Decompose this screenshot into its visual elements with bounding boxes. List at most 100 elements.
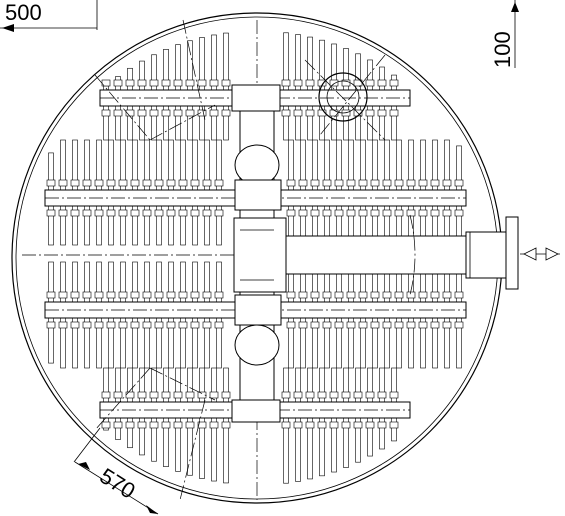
rib-clamp <box>94 209 104 217</box>
rib-clamp <box>58 209 68 217</box>
rib-clamp <box>310 179 320 187</box>
rib-clamp <box>125 79 135 87</box>
rib-clamp <box>305 109 315 117</box>
rib-clamp <box>334 209 344 217</box>
rib-clamp <box>142 209 152 217</box>
rib-clamp <box>130 209 140 217</box>
rib-clamp <box>197 421 207 429</box>
rib-clamp <box>190 209 200 217</box>
rib-clamp <box>58 179 68 187</box>
rib-clamp <box>442 209 452 217</box>
rib <box>211 34 217 141</box>
rib-clamp <box>310 209 320 217</box>
rib-clamp <box>389 109 399 117</box>
rib-clamp <box>382 209 392 217</box>
rib-clamp <box>370 291 380 299</box>
rib-clamp <box>322 321 332 329</box>
rib-clamp <box>286 209 296 217</box>
rib-clamp <box>178 179 188 187</box>
rib <box>283 32 289 141</box>
rib-clamp <box>286 179 296 187</box>
rib-clamp <box>442 179 452 187</box>
rib-clamp <box>418 209 428 217</box>
rib-clamp <box>353 421 363 429</box>
rib-clamp <box>58 291 68 299</box>
rib-clamp <box>305 421 315 429</box>
rib-clamp <box>178 321 188 329</box>
rib-clamp <box>389 421 399 429</box>
rib-clamp <box>406 179 416 187</box>
rib <box>307 36 313 141</box>
rib-clamp <box>310 321 320 329</box>
rib-clamp <box>82 209 92 217</box>
rib-clamp <box>281 79 291 87</box>
rib-clamp <box>130 179 140 187</box>
rib-clamp <box>454 209 464 217</box>
rib-clamp <box>209 79 219 87</box>
rib-clamp <box>130 321 140 329</box>
rib-clamp <box>209 391 219 399</box>
rib-clamp <box>149 79 159 87</box>
rib-clamp <box>149 421 159 429</box>
rib-clamp <box>430 209 440 217</box>
rib-clamp <box>154 321 164 329</box>
rib-clamp <box>82 291 92 299</box>
rib-clamp <box>394 209 404 217</box>
rib-clamp <box>370 179 380 187</box>
rib-clamp <box>329 421 339 429</box>
rib-clamp <box>94 291 104 299</box>
rib-clamp <box>322 209 332 217</box>
rib-clamp <box>46 209 56 217</box>
rib-clamp <box>70 179 80 187</box>
rib-clamp <box>293 79 303 87</box>
rib-clamp <box>298 291 308 299</box>
rib-clamp <box>197 109 207 117</box>
rib-clamp <box>281 109 291 117</box>
rib-clamp <box>221 109 231 117</box>
rib-clamp <box>454 179 464 187</box>
rib-clamp <box>202 179 212 187</box>
rib-clamp <box>418 179 428 187</box>
rib-clamp <box>161 79 171 87</box>
rib-clamp <box>370 321 380 329</box>
rib-clamp <box>286 291 296 299</box>
rib-clamp <box>341 421 351 429</box>
rib-clamp <box>106 291 116 299</box>
rib-clamp <box>214 209 224 217</box>
rib-clamp <box>365 391 375 399</box>
rib-clamp <box>221 391 231 399</box>
rib-clamp <box>298 209 308 217</box>
rib-clamp <box>137 79 147 87</box>
rib-clamp <box>322 179 332 187</box>
rib-clamp <box>430 179 440 187</box>
rib-clamp <box>70 321 80 329</box>
rib-clamp <box>113 391 123 399</box>
dimension-100-label: 100 <box>490 31 515 68</box>
rib-clamp <box>202 209 212 217</box>
rib-clamp <box>293 391 303 399</box>
rib-clamp <box>389 79 399 87</box>
rib-clamp <box>130 291 140 299</box>
rib-clamp <box>317 391 327 399</box>
rib-clamp <box>106 179 116 187</box>
rib-clamp <box>322 291 332 299</box>
rib-clamp <box>214 291 224 299</box>
rib-clamp <box>197 79 207 87</box>
rib-clamp <box>317 421 327 429</box>
rib-clamp <box>161 421 171 429</box>
rib-clamp <box>118 321 128 329</box>
rib-clamp <box>365 109 375 117</box>
rib-clamp <box>161 109 171 117</box>
rib-clamp <box>94 321 104 329</box>
rib-clamp <box>46 321 56 329</box>
rib-clamp <box>173 79 183 87</box>
rib-clamp <box>358 179 368 187</box>
rib-clamp <box>142 321 152 329</box>
rib-clamp <box>406 291 416 299</box>
rib-clamp <box>214 179 224 187</box>
rib-clamp <box>377 391 387 399</box>
dimension-500-label: 500 <box>5 0 42 25</box>
rib-clamp <box>370 209 380 217</box>
rib <box>223 32 229 141</box>
rib-clamp <box>394 179 404 187</box>
